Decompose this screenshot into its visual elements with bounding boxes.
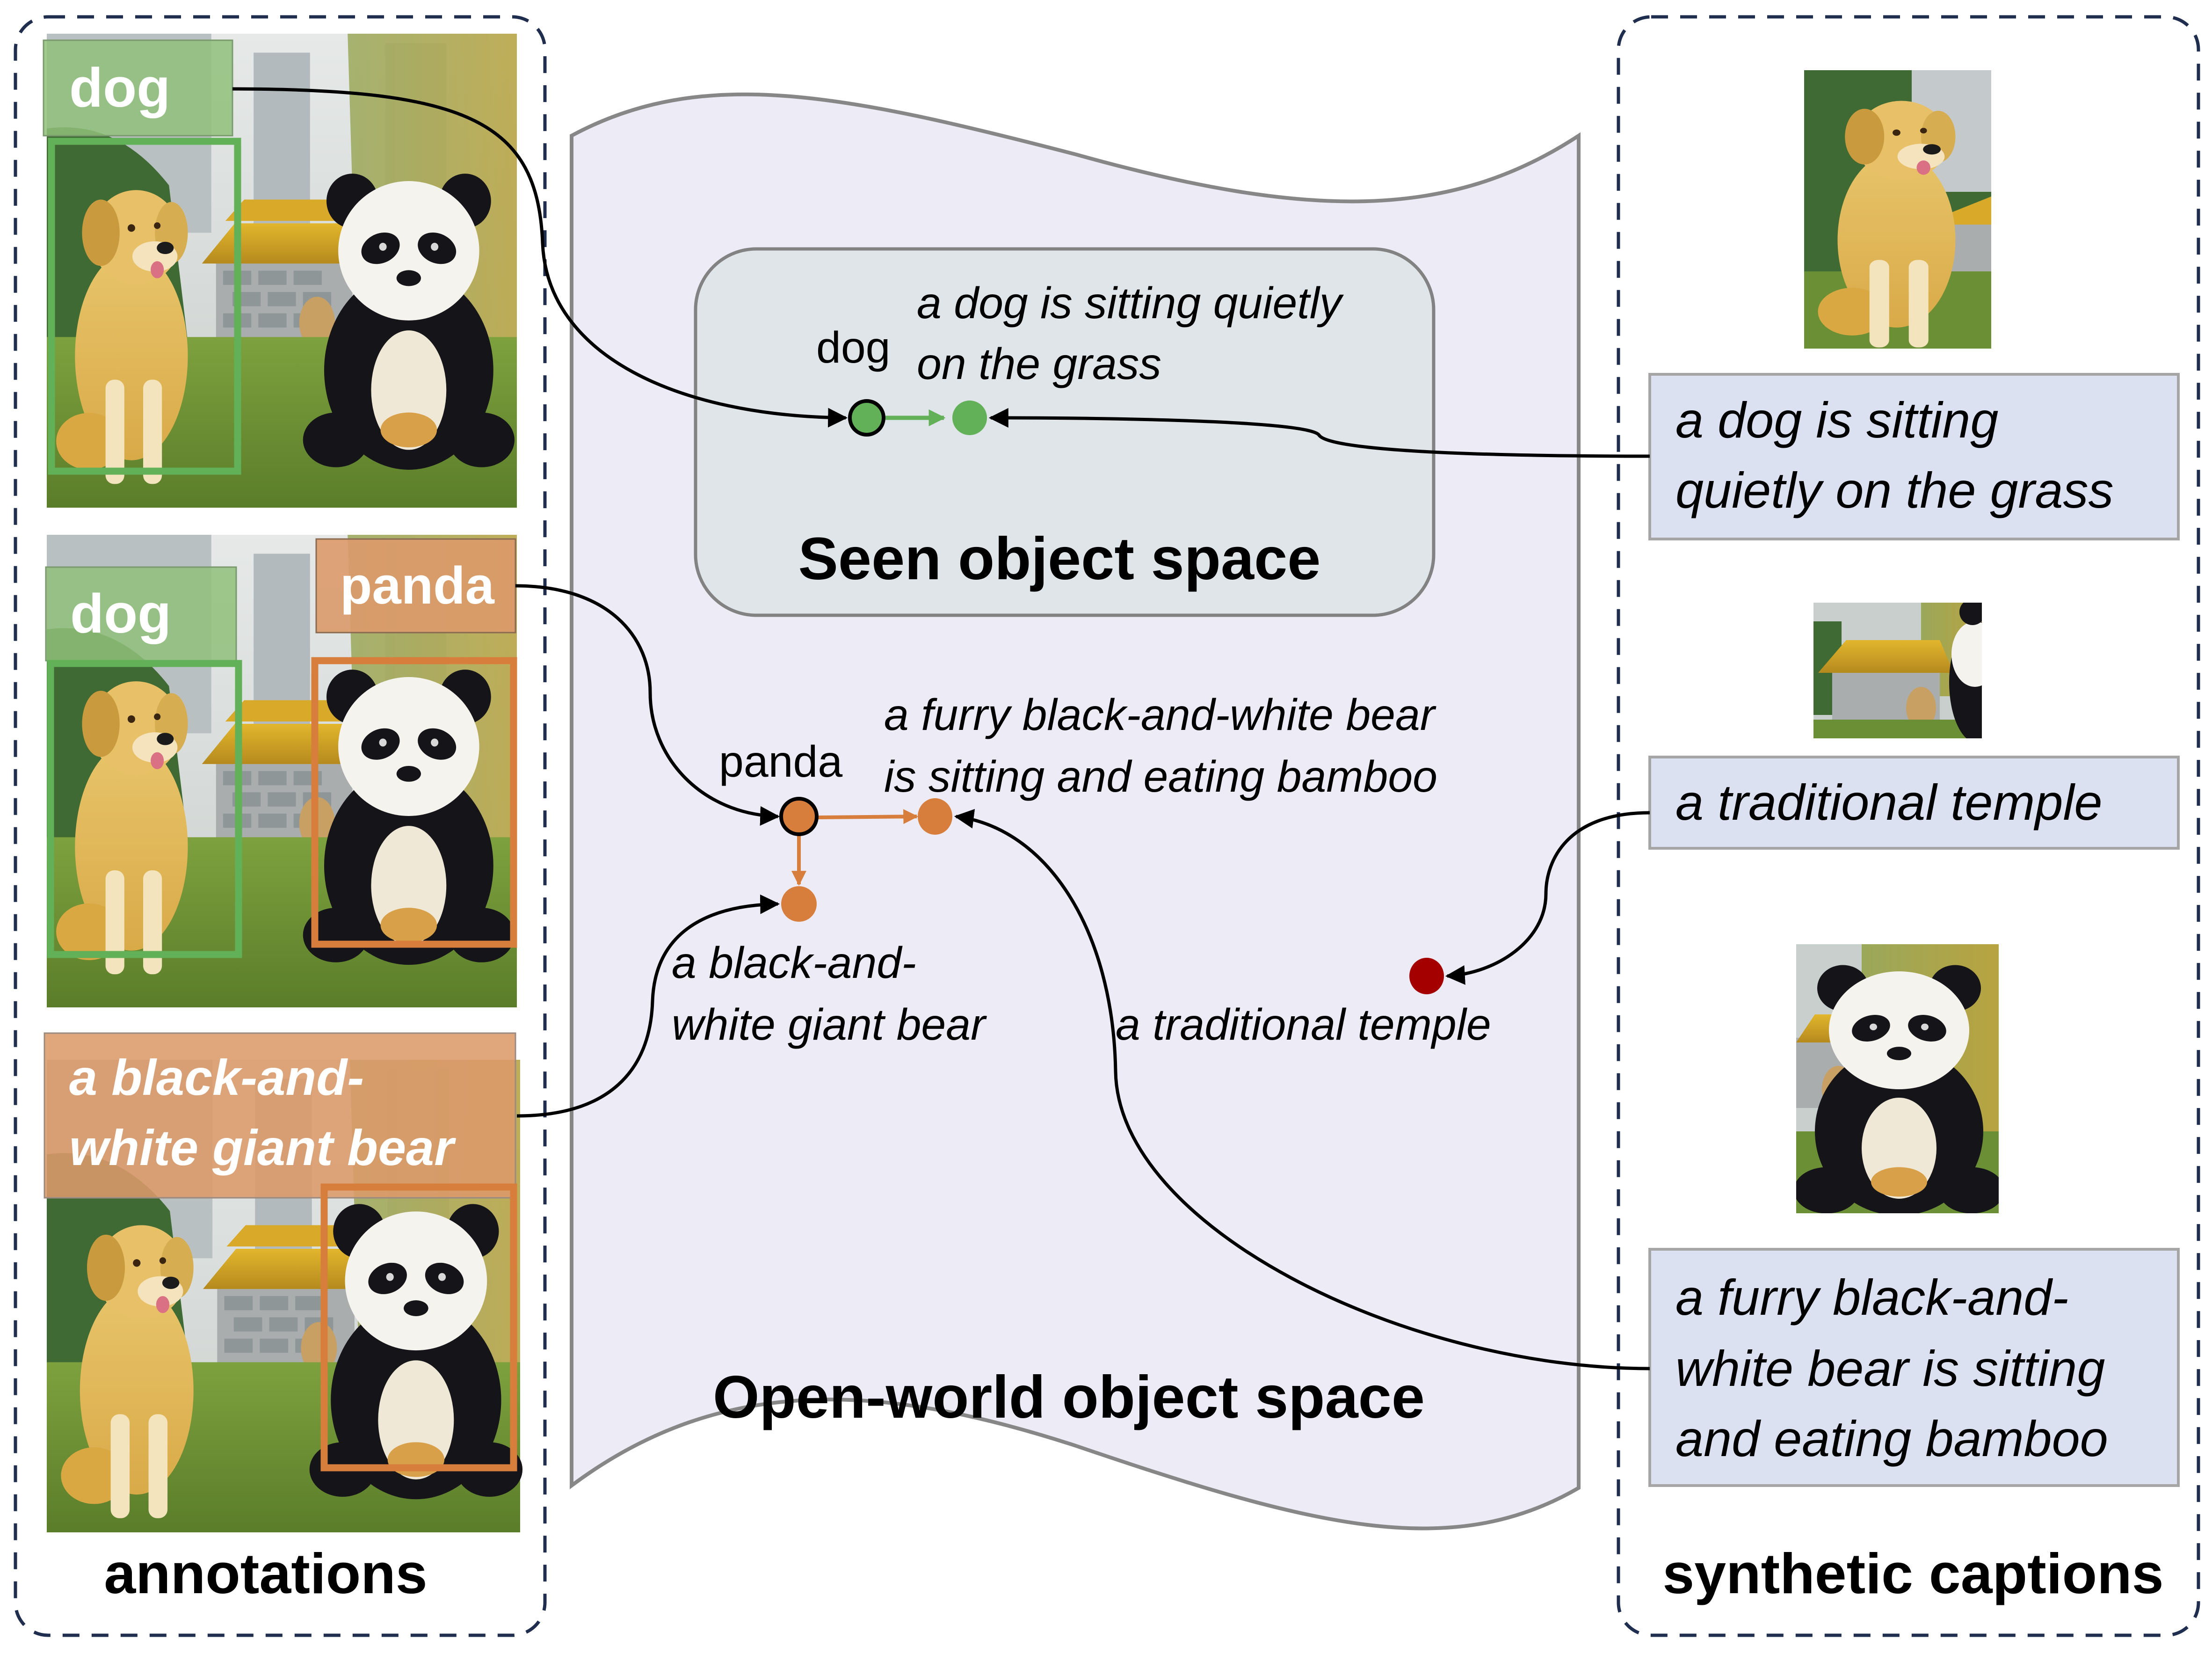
synthetic-captions-title: synthetic captions <box>1662 1542 2163 1605</box>
connector-dog-label-to-dog-node <box>232 87 848 428</box>
dog-label-box <box>43 39 233 137</box>
seen-space: Seen object space dog a dog is sitting q… <box>694 247 1436 617</box>
caption-panda-line1: a furry black-and- <box>1675 1269 2068 1326</box>
dog-label: dog <box>69 57 170 119</box>
connectors <box>232 87 1650 1370</box>
connector-giant-bear-label-to-node <box>516 894 780 1118</box>
caption-dog-line2: quietly on the grass <box>1675 462 2114 518</box>
panda-caption-node <box>918 798 952 835</box>
ow-panda-caption-line1: a furry black-and-white bear <box>884 690 1436 740</box>
panda-label-box <box>315 538 516 634</box>
caption-dog-line1: a dog is sitting <box>1675 392 1998 448</box>
ow-panda-label: panda <box>719 737 842 787</box>
synthetic-captions-panel: a dog is sitting quietly on the grass a … <box>1617 15 2200 1637</box>
connector-dog-caption-to-caption-node <box>988 408 1650 458</box>
dog-crop-image <box>1804 70 1991 349</box>
ow-temple-label: a traditional temple <box>1116 1000 1491 1049</box>
annotations-title: annotations <box>104 1542 427 1605</box>
giant-bear-node <box>781 886 817 922</box>
caption-box-temple <box>1648 756 2180 850</box>
seen-space-title: Seen object space <box>798 525 1321 592</box>
annotations-panel-border <box>14 15 547 1637</box>
caption-panda-line2: white bear is sitting <box>1675 1340 2105 1397</box>
seen-dog-caption-line1: a dog is sitting quietly <box>917 278 1344 328</box>
annotation-image-2: dog panda <box>45 535 517 1007</box>
temple-node <box>1409 958 1444 994</box>
giant-bear-label-line1: a black-and- <box>69 1049 364 1106</box>
seen-dog-caption-line2: on the grass <box>917 339 1161 389</box>
connector-panda-label-to-panda-node <box>515 584 780 826</box>
seen-space-shape <box>694 247 1436 617</box>
annotations-panel: dog dog panda a black-and <box>14 15 547 1637</box>
caption-box-panda <box>1648 1248 2180 1487</box>
ow-panda-caption-line2: is sitting and eating bamboo <box>884 752 1437 801</box>
ow-giant-bear-line2: white giant bear <box>672 1000 987 1049</box>
panda-bounding-box <box>320 1183 517 1472</box>
connector-panda-caption-to-caption-node <box>954 809 1650 1370</box>
caption-panda-line3: and eating bamboo <box>1675 1410 2108 1467</box>
synthetic-captions-panel-border <box>1617 15 2200 1637</box>
annotation-image-3: a black-and- white giant bear <box>44 1032 523 1532</box>
panda-bounding-box <box>311 657 517 948</box>
temple-crop-image <box>1813 603 1982 738</box>
panda-to-caption-arrow <box>817 809 919 824</box>
dog-bounding-box <box>48 138 241 475</box>
ow-giant-bear-line1: a black-and- <box>672 938 916 988</box>
open-world-space: Open-world object space Seen object spac… <box>570 92 1581 1530</box>
dog-label-box <box>45 566 237 662</box>
panda-class-node <box>779 797 819 836</box>
dog-bounding-box <box>47 660 242 958</box>
annotation-image-1: dog <box>43 34 517 508</box>
connector-temple-caption-to-temple-node <box>1445 811 1650 985</box>
giant-bear-label-box <box>44 1032 516 1199</box>
caption-box-dog <box>1648 373 2180 540</box>
panda-crop-image <box>1796 944 1999 1213</box>
open-world-space-title: Open-world object space <box>713 1364 1425 1431</box>
dog-class-node <box>848 399 885 437</box>
panda-label: panda <box>340 556 495 615</box>
dog-label: dog <box>70 583 171 645</box>
seen-dog-label: dog <box>816 323 891 372</box>
giant-bear-label-line2: white giant bear <box>69 1119 456 1176</box>
dog-caption-node <box>952 401 987 435</box>
caption-temple-line1: a traditional temple <box>1675 774 2103 831</box>
